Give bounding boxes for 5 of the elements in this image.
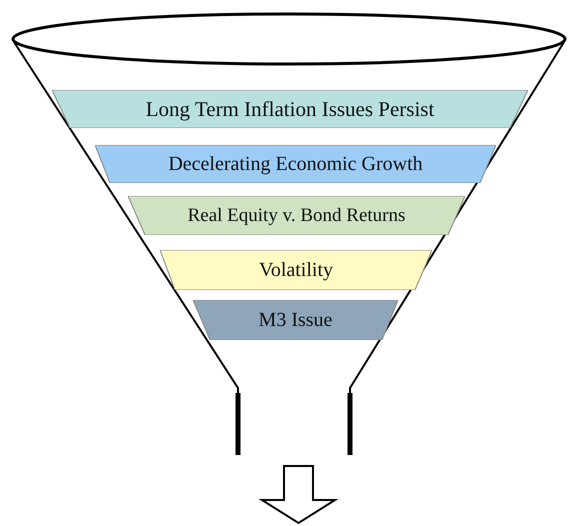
band-label: Volatility	[258, 258, 334, 282]
band-label: Decelerating Economic Growth	[168, 152, 423, 176]
band-label: Real Equity v. Bond Returns	[188, 204, 406, 226]
band-label: Long Term Inflation Issues Persist	[146, 96, 434, 122]
band-label: M3 Issue	[258, 308, 332, 332]
